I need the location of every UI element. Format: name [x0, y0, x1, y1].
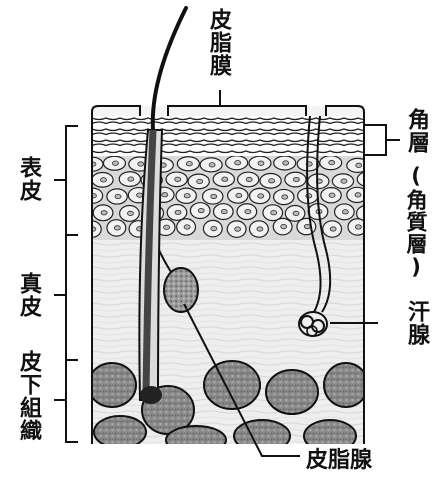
sweat-gland-label: 汗腺 — [404, 300, 428, 346]
subcutaneous-label: 皮下組織 — [16, 350, 40, 442]
dermis-label: 真皮 — [16, 272, 40, 318]
subcutaneous-bracket — [66, 360, 78, 442]
sebum-membrane-label: 皮脂膜 — [206, 8, 230, 77]
epidermis-label: 表皮 — [16, 156, 40, 202]
dermis-layer — [92, 235, 364, 444]
stratum-corneum-alt-label: (角質層) — [404, 164, 428, 280]
epidermis-bracket — [66, 126, 78, 235]
left-brackets — [54, 126, 78, 442]
corneum-bracket — [364, 125, 400, 155]
dermis-bracket — [66, 235, 78, 360]
skin-block — [81, 106, 379, 454]
stratum-corneum-label: 角層 — [404, 108, 428, 154]
sebaceous-gland-label: 皮脂腺 — [306, 442, 372, 474]
